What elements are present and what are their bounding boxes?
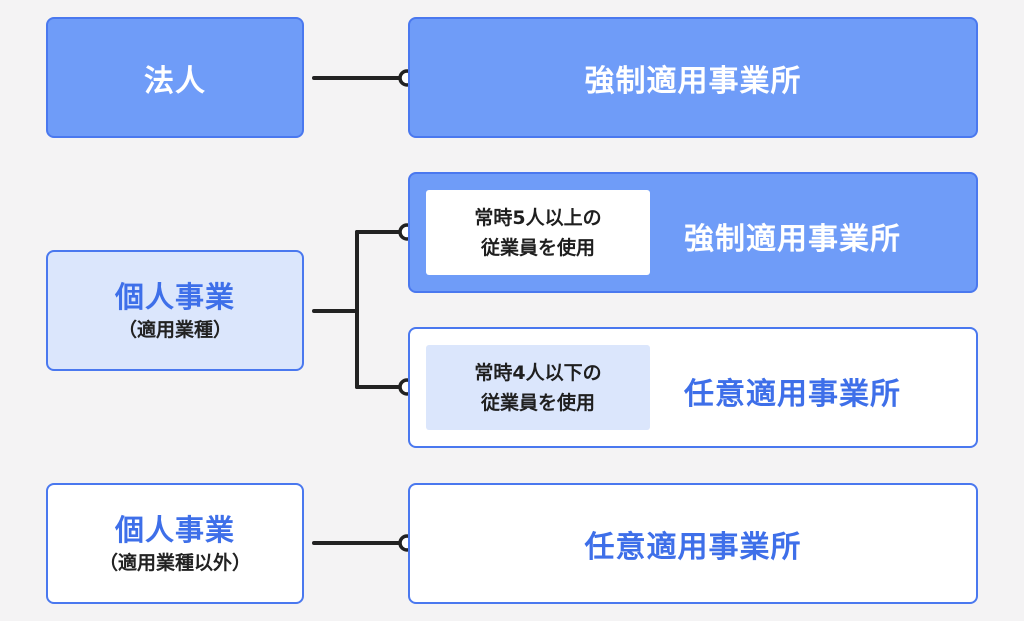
individual-applicable-box: 個人事業 （適用業種） (46, 250, 304, 371)
individual-applicable-title: 個人事業 (114, 279, 235, 314)
individual-other-title: 個人事業 (114, 512, 235, 547)
branch-lower-condition-line1: 常時4人以下の (474, 361, 602, 384)
individual-other-sub: （適用業種以外） (98, 551, 251, 574)
corp-result-box: 強制適用事業所 (408, 17, 978, 138)
corp-box: 法人 (46, 17, 304, 138)
branch-upper-condition: 常時5人以上の 従業員を使用 (426, 190, 650, 275)
branch-lower-condition-line2: 従業員を使用 (480, 391, 595, 414)
individual-other-result-label: 任意適用事業所 (584, 529, 802, 565)
branch-lower-condition: 常時4人以下の 従業員を使用 (426, 345, 650, 430)
corp-result-label: 強制適用事業所 (584, 63, 802, 99)
branch-upper-condition-line1: 常時5人以上の (474, 206, 602, 229)
individual-applicable-sub: （適用業種） (117, 318, 232, 341)
branch-lower-result: 任意適用事業所 (684, 377, 901, 412)
branch-upper-condition-line2: 従業員を使用 (480, 236, 595, 259)
branch-upper-result: 強制適用事業所 (684, 222, 901, 257)
individual-other-box: 個人事業 （適用業種以外） (46, 483, 304, 604)
corp-label: 法人 (144, 63, 206, 99)
individual-other-result-box: 任意適用事業所 (408, 483, 978, 604)
